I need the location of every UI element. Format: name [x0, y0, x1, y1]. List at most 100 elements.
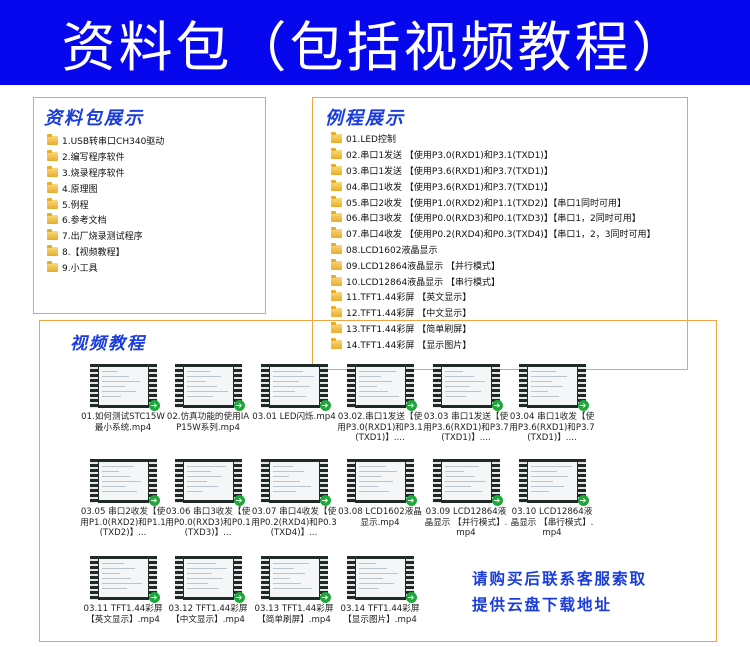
resource-folder-item[interactable]: 5.例程 — [47, 196, 164, 212]
video-file-item[interactable]: ➔03.10 LCD12864液晶显示 【串行模式】.mp4 — [509, 459, 595, 539]
play-arrow-icon: ➔ — [319, 400, 331, 411]
example-folder-label: 10.LCD12864液晶显示 【串行模式】 — [346, 277, 501, 288]
play-arrow-icon: ➔ — [233, 495, 245, 506]
resource-folder-item[interactable]: 8.【视频教程】 — [47, 244, 164, 260]
resource-folder-label: 2.编写程序软件 — [62, 153, 125, 164]
video-file-item[interactable]: ➔03.05 串口2收发【使用P1.0(RXD2)和P1.1(TXD2)】... — [80, 459, 166, 539]
folder-icon — [47, 260, 58, 272]
example-folder-item[interactable]: 14.TFT1.44彩屏 【显示图片】 — [331, 336, 656, 352]
example-folder-item[interactable]: 13.TFT1.44彩屏 【简单刷屏】 — [331, 321, 656, 337]
play-arrow-icon: ➔ — [405, 495, 417, 506]
play-arrow-icon: ➔ — [148, 400, 160, 411]
video-file-item[interactable]: ➔03.06 串口3收发【使用P0.0(RXD3)和P0.1(TXD3)】... — [165, 459, 251, 539]
folder-icon — [331, 321, 342, 333]
video-file-item[interactable]: ➔03.01 LED闪烁.mp4 — [251, 364, 337, 423]
example-folder-label: 09.LCD12864液晶显示 【并行模式】 — [346, 261, 501, 272]
video-file-item[interactable]: ➔03.02.串口1发送【使用P3.0(RXD1)和P3.1(TXD1)】...… — [337, 364, 423, 444]
example-folder-label: 02.串口1发送 【使用P3.0(RXD1)和P3.1(TXD1)】 — [346, 151, 553, 162]
example-folder-item[interactable]: 10.LCD12864液晶显示 【串行模式】 — [331, 273, 656, 289]
example-folder-item[interactable]: 06.串口3收发 【使用P0.0(RXD3)和P0.1(TXD3)】【串口1，2… — [331, 210, 656, 226]
resource-folder-item[interactable]: 4.原理图 — [47, 180, 164, 196]
resource-folder-item[interactable]: 1.USB转串口CH340驱动 — [47, 133, 164, 149]
play-arrow-icon: ➔ — [491, 400, 503, 411]
play-arrow-icon: ➔ — [491, 495, 503, 506]
play-arrow-icon: ➔ — [577, 495, 589, 506]
resource-pack-panel: 资料包展示 1.USB转串口CH340驱动 2.编写程序软件 3.烧录程序软件 4.原… — [33, 97, 266, 314]
example-folder-label: 11.TFT1.44彩屏 【英文显示】 — [346, 293, 472, 304]
video-file-name: 03.05 串口2收发【使用P1.0(RXD2)和P1.1(TXD2)】... — [80, 507, 166, 538]
video-thumbnail-icon: ➔ — [174, 364, 245, 411]
folder-icon — [47, 244, 58, 256]
example-folder-label: 04.串口1收发 【使用P3.6(RXD1)和P3.7(TXD1)】 — [346, 182, 553, 193]
examples-title: 例程展示 — [325, 108, 405, 129]
banner-title: 资料包（包括视频教程） — [61, 16, 689, 79]
video-file-item[interactable]: ➔02.仿真功能的使用IAP15W系列.mp4 — [165, 364, 251, 433]
folder-icon — [331, 211, 342, 223]
example-folder-item[interactable]: 04.串口1收发 【使用P3.6(RXD1)和P3.7(TXD1)】 — [331, 178, 656, 194]
example-folder-label: 06.串口3收发 【使用P0.0(RXD3)和P0.1(TXD3)】【串口1，2… — [346, 214, 641, 225]
folder-icon — [331, 163, 342, 175]
folder-icon — [47, 181, 58, 193]
video-file-item[interactable]: ➔01.如何测试STC15W最小系统.mp4 — [80, 364, 166, 433]
example-folder-label: 07.串口4收发 【使用P0.2(RXD4)和P0.3(TXD4)】【串口1，2… — [346, 230, 656, 241]
resource-folder-label: 1.USB转串口CH340驱动 — [62, 137, 165, 148]
play-arrow-icon: ➔ — [233, 592, 245, 603]
video-file-item[interactable]: ➔03.08 LCD1602液晶显示.mp4 — [337, 459, 423, 528]
example-folder-item[interactable]: 08.LCD1602液晶显示 — [331, 242, 656, 258]
video-file-item[interactable]: ➔03.09 LCD12864液晶显示 【并行模式】.mp4 — [423, 459, 509, 539]
video-file-name: 03.13 TFT1.44彩屏 【简单刷屏】.mp4 — [254, 604, 334, 625]
video-file-name: 03.01 LED闪烁.mp4 — [252, 412, 336, 422]
example-folder-label: 12.TFT1.44彩屏 【中文显示】 — [346, 309, 472, 320]
example-folder-item[interactable]: 07.串口4收发 【使用P0.2(RXD4)和P0.3(TXD4)】【串口1，2… — [331, 226, 656, 242]
video-thumbnail-icon: ➔ — [518, 459, 589, 506]
video-file-name: 03.08 LCD1602液晶显示.mp4 — [338, 507, 422, 528]
video-file-name: 03.11 TFT1.44彩屏 【英文显示】.mp4 — [83, 604, 163, 625]
example-folder-label: 01.LED控制 — [346, 135, 396, 146]
resource-folder-item[interactable]: 2.编写程序软件 — [47, 149, 164, 165]
title-banner: 资料包（包括视频教程） — [0, 0, 750, 85]
examples-folder-list: 01.LED控制 02.串口1发送 【使用P3.0(RXD1)和P3.1(TXD1… — [331, 131, 656, 352]
video-file-name: 03.10 LCD12864液晶显示 【串行模式】.mp4 — [510, 507, 594, 538]
video-file-name: 03.03 串口1发送【使用P3.6(RXD1)和P3.7(TXD1)】.... — [423, 412, 509, 443]
example-folder-label: 13.TFT1.44彩屏 【简单刷屏】 — [346, 324, 472, 335]
resource-folder-item[interactable]: 6.参考文档 — [47, 212, 164, 228]
video-file-item[interactable]: ➔03.11 TFT1.44彩屏 【英文显示】.mp4 — [80, 556, 166, 625]
video-file-name: 03.02.串口1发送【使用P3.0(RXD1)和P3.1(TXD1)】.... — [337, 412, 423, 443]
video-file-item[interactable]: ➔03.14 TFT1.44彩屏 【显示图片】.mp4 — [337, 556, 423, 625]
resource-folder-item[interactable]: 7.出厂烧录测试程序 — [47, 228, 164, 244]
resource-folder-list: 1.USB转串口CH340驱动 2.编写程序软件 3.烧录程序软件 4.原理图 5.例程… — [47, 133, 164, 275]
video-tutorials-panel: 视频教程 ➔01.如何测试STC15W最小系统.mp4➔02.仿真功能的使用IA… — [39, 320, 717, 642]
folder-icon — [331, 337, 342, 349]
resource-folder-item[interactable]: 3.烧录程序软件 — [47, 165, 164, 181]
resource-folder-label: 5.例程 — [62, 200, 89, 211]
video-file-item[interactable]: ➔03.03 串口1发送【使用P3.6(RXD1)和P3.7(TXD1)】...… — [423, 364, 509, 444]
folder-icon — [47, 229, 58, 241]
example-folder-item[interactable]: 12.TFT1.44彩屏 【中文显示】 — [331, 305, 656, 321]
video-thumbnail-icon: ➔ — [432, 459, 503, 506]
video-file-name: 03.09 LCD12864液晶显示 【并行模式】.mp4 — [424, 507, 508, 538]
example-folder-label: 05.串口2收发 【使用P1.0(RXD2)和P1.1(TXD2)】【串口1同时… — [346, 198, 627, 209]
example-folder-item[interactable]: 05.串口2收发 【使用P1.0(RXD2)和P1.1(TXD2)】【串口1同时… — [331, 194, 656, 210]
example-folder-item[interactable]: 09.LCD12864液晶显示 【并行模式】 — [331, 257, 656, 273]
folder-icon — [331, 242, 342, 254]
example-folder-item[interactable]: 11.TFT1.44彩屏 【英文显示】 — [331, 289, 656, 305]
play-arrow-icon: ➔ — [319, 495, 331, 506]
play-arrow-icon: ➔ — [233, 400, 245, 411]
example-folder-item[interactable]: 02.串口1发送 【使用P3.0(RXD1)和P3.1(TXD1)】 — [331, 147, 656, 163]
resource-folder-label: 4.原理图 — [62, 184, 98, 195]
example-folder-item[interactable]: 01.LED控制 — [331, 131, 656, 147]
folder-icon — [47, 213, 58, 225]
video-file-item[interactable]: ➔03.04 串口1收发【使用P3.6(RXD1)和P3.7(TXD1)】...… — [509, 364, 595, 444]
resource-folder-item[interactable]: 9.小工具 — [47, 259, 164, 275]
folder-icon — [331, 195, 342, 207]
resource-pack-title: 资料包展示 — [44, 108, 144, 129]
example-folder-item[interactable]: 03.串口1发送 【使用P3.6(RXD1)和P3.7(TXD1)】 — [331, 163, 656, 179]
video-thumbnail-icon: ➔ — [89, 459, 160, 506]
resource-folder-label: 3.烧录程序软件 — [62, 168, 125, 179]
video-file-item[interactable]: ➔03.12 TFT1.44彩屏 【中文显示】.mp4 — [165, 556, 251, 625]
example-folder-label: 08.LCD1602液晶显示 — [346, 245, 438, 256]
resource-folder-label: 9.小工具 — [62, 263, 98, 274]
folder-icon — [331, 179, 342, 191]
video-file-item[interactable]: ➔03.07 串口4收发【使用P0.2(RXD4)和P0.3(TXD4)】... — [251, 459, 337, 539]
video-file-item[interactable]: ➔03.13 TFT1.44彩屏 【简单刷屏】.mp4 — [251, 556, 337, 625]
